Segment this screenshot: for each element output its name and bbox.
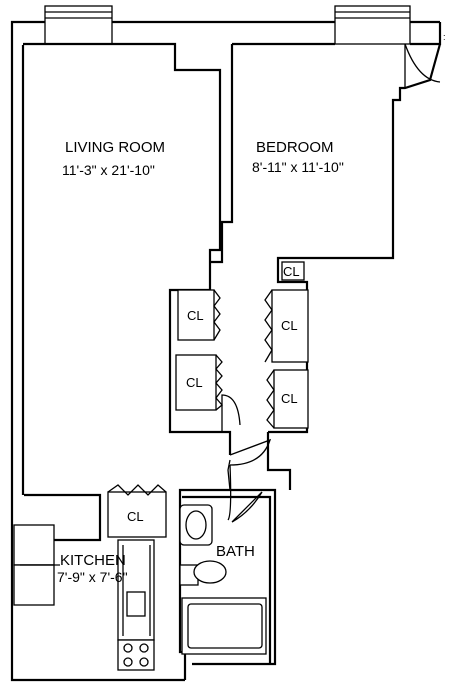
bedroom-name: BEDROOM	[256, 139, 334, 156]
closet-bedroom-upper	[264, 289, 309, 363]
closet-label: CL	[187, 308, 204, 323]
bedroom-dimensions: 8'-11" x 11'-10"	[252, 159, 344, 175]
kitchen-dimensions: 7'-9" x 7'-6"	[57, 569, 128, 585]
closet-bedroom-small	[281, 261, 305, 281]
closet-label: CL	[283, 264, 300, 279]
kitchen-name: KITCHEN	[60, 552, 126, 569]
closet-label: CL	[127, 509, 144, 524]
bedroom-walls: :	[210, 32, 446, 434]
living-room-name: LIVING ROOM	[65, 139, 165, 156]
bath-room	[179, 491, 272, 664]
window-bedroom	[334, 5, 411, 45]
bath-name: BATH	[216, 543, 255, 560]
closet-label: CL	[281, 318, 298, 333]
kitchen-sink-icon	[126, 591, 146, 617]
closet-label: CL	[281, 391, 298, 406]
sink-icon	[179, 504, 213, 546]
kitchen-counter-icon	[117, 539, 155, 641]
closet-living-lower	[175, 354, 223, 411]
counter-icon	[13, 524, 55, 566]
bathtub-icon	[181, 597, 267, 655]
door-mark-icon: :	[443, 32, 446, 42]
closet-label: CL	[186, 375, 203, 390]
toilet-bowl-icon	[193, 560, 227, 584]
closet-bedroom-lower	[266, 369, 309, 429]
stove-icon	[117, 639, 155, 671]
kitchen-fixtures	[13, 524, 155, 671]
living-room-dimensions: 11'-3" x 21'-10"	[62, 162, 155, 178]
hallway-walls	[222, 430, 292, 521]
window-living-room	[44, 5, 113, 45]
closet-living-upper	[177, 289, 221, 341]
closet-entry	[107, 484, 167, 538]
labels: LIVING ROOM 11'-3" x 21'-10" BEDROOM 8'-…	[57, 139, 344, 585]
outer-walls	[10, 20, 442, 682]
